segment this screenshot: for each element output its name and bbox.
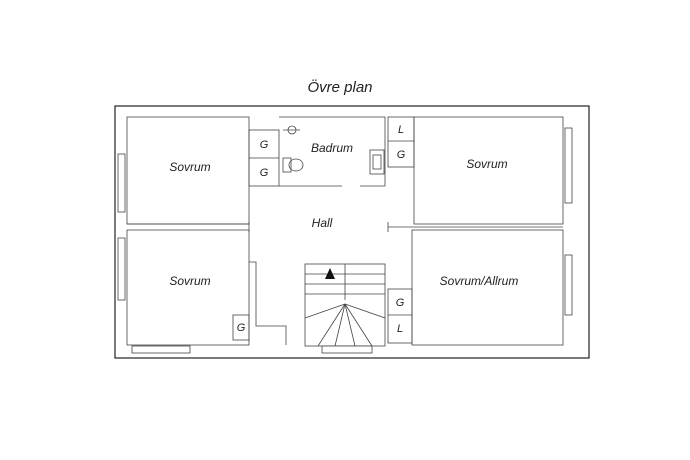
toilet-icon: [288, 158, 304, 172]
room-label-bedroom-bottom-right: Sovrum/Allrum: [440, 274, 519, 288]
room-outline-bedroom-bottom-right: [411, 229, 564, 346]
window-bottom-left: [131, 345, 191, 354]
hall-stub-wall: [249, 261, 287, 345]
room-label-bedroom-top-left: Sovrum: [169, 160, 210, 174]
closet-label-g: G: [396, 297, 405, 309]
closet-label-l: L: [398, 124, 404, 136]
window-right-top: [564, 127, 573, 204]
room-label-bathroom: Badrum: [311, 141, 353, 155]
sink-basin: [372, 154, 382, 170]
closet-label-l: L: [397, 323, 403, 335]
room-outline-bedroom-top-right: [413, 116, 564, 225]
plan-title: Övre plan: [307, 78, 372, 96]
toilet-tank: [282, 157, 292, 173]
closet-label-g: G: [260, 139, 269, 151]
stair-arrow-icon: [325, 268, 335, 279]
closet-label-g: G: [260, 167, 269, 179]
room-label-bedroom-bottom-left: Sovrum: [169, 274, 210, 288]
room-outline-bathroom: [279, 116, 386, 187]
outer-wall: [114, 105, 590, 359]
stair-steps: [304, 273, 386, 347]
window-bottom-center: [321, 345, 373, 354]
window-right-bottom: [564, 254, 573, 316]
sink-icon: [369, 149, 385, 175]
room-outline-bedroom-bottom-left: [126, 229, 250, 346]
window-left-bottom: [117, 237, 126, 301]
closet-label-g: G: [237, 322, 246, 334]
room-label-hall: Hall: [312, 216, 333, 230]
window-left-top: [117, 153, 126, 213]
room-label-bedroom-top-right: Sovrum: [466, 157, 507, 171]
closet-block-bottom-left: [232, 314, 250, 341]
closet-label-g: G: [397, 149, 406, 161]
